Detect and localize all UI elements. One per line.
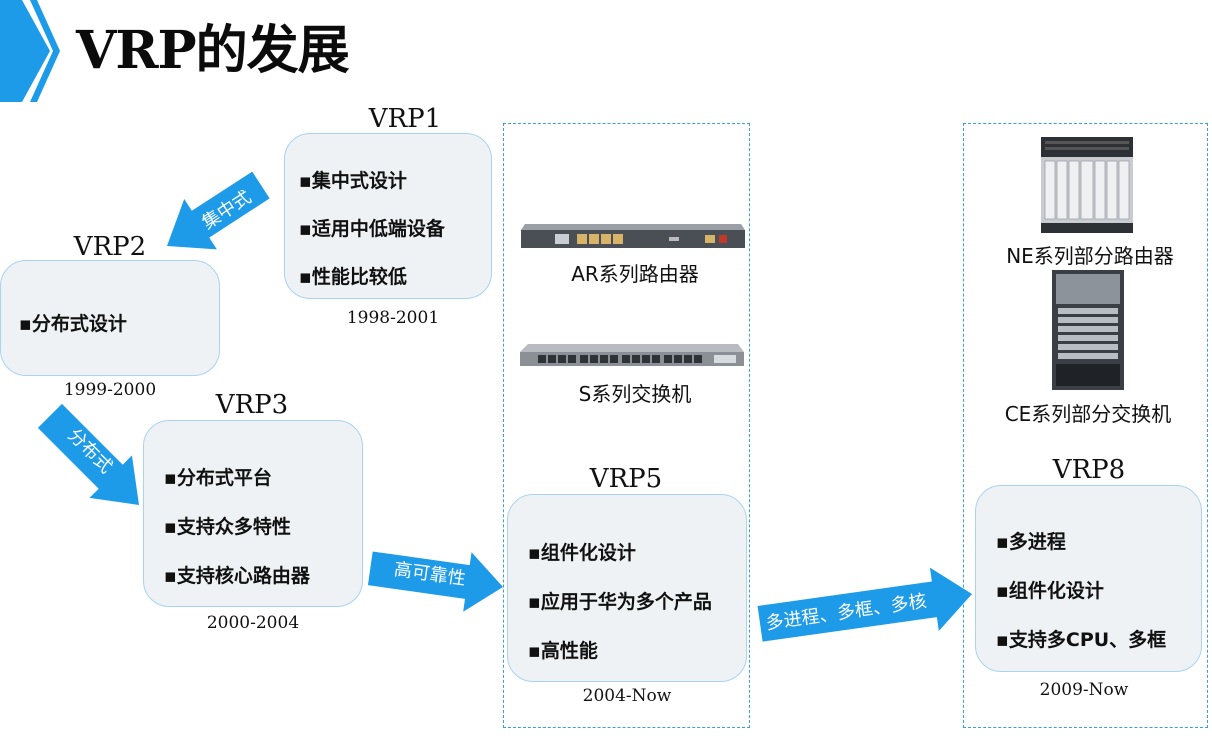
vrp1-title: VRP1 [368,104,442,134]
vrp2-years: 1999-2000 [63,380,157,400]
vrp8-bullet-2: ▪组件化设计 [996,580,1104,602]
vrp3-card: ▪分布式平台 ▪支持众多特性 ▪支持核心路由器 [143,420,363,607]
ne-router-image [1041,137,1133,233]
ce-switch-label: CE系列部分交换机 [1004,402,1172,426]
vrp1-years: 1998-2001 [346,308,440,328]
vrp5-bullet-3: ▪高性能 [528,640,598,662]
vrp8-title: VRP8 [1052,455,1126,485]
s-switch-label: S系列交换机 [578,382,692,406]
vrp3-title: VRP3 [215,390,289,420]
vrp5-bullet-2: ▪应用于华为多个产品 [528,591,712,613]
vrp1-bullet-1: ▪集中式设计 [299,170,407,192]
arrow-multi [757,567,972,642]
ne-router-label: NE系列部分路由器 [1006,244,1174,268]
vrp3-bullet-1: ▪分布式平台 [164,467,272,489]
arrow-high-reliability [367,551,503,612]
page-title: VRP的发展 [76,20,350,81]
vrp5-card: ▪组件化设计 ▪应用于华为多个产品 ▪高性能 [507,494,747,682]
vrp5-years: 2004-Now [582,686,672,706]
vrp3-bullet-3: ▪支持核心路由器 [164,565,310,587]
vrp5-title: VRP5 [589,464,663,494]
s-switch-image [520,344,744,366]
vrp5-bullet-1: ▪组件化设计 [528,542,636,564]
vrp8-years: 2009-Now [1039,680,1129,700]
vrp2-bullet-1: ▪分布式设计 [19,313,127,335]
vrp3-bullet-2: ▪支持众多特性 [164,516,291,538]
vrp1-card: ▪集中式设计 ▪适用中低端设备 ▪性能比较低 [284,133,492,299]
vrp2-card: ▪分布式设计 [0,260,220,376]
vrp2-title: VRP2 [73,232,147,262]
vrp3-years: 2000-2004 [206,613,300,633]
vrp1-bullet-2: ▪适用中低端设备 [299,218,445,240]
header-chevron-icon [0,0,60,102]
vrp1-bullet-3: ▪性能比较低 [299,266,407,288]
arrow-centralized [167,171,270,250]
ar-router-label: AR系列路由器 [571,262,699,286]
vrp8-bullet-1: ▪多进程 [996,531,1066,553]
vrp8-card: ▪多进程 ▪组件化设计 ▪支持多CPU、多框 [975,485,1202,672]
arrow-distributed [37,403,139,505]
vrp5-group-frame [503,123,750,728]
vrp8-bullet-3: ▪支持多CPU、多框 [996,629,1167,651]
ce-switch-image [1052,270,1124,390]
vrp8-group-frame [963,123,1208,728]
ar-router-image [521,224,745,248]
